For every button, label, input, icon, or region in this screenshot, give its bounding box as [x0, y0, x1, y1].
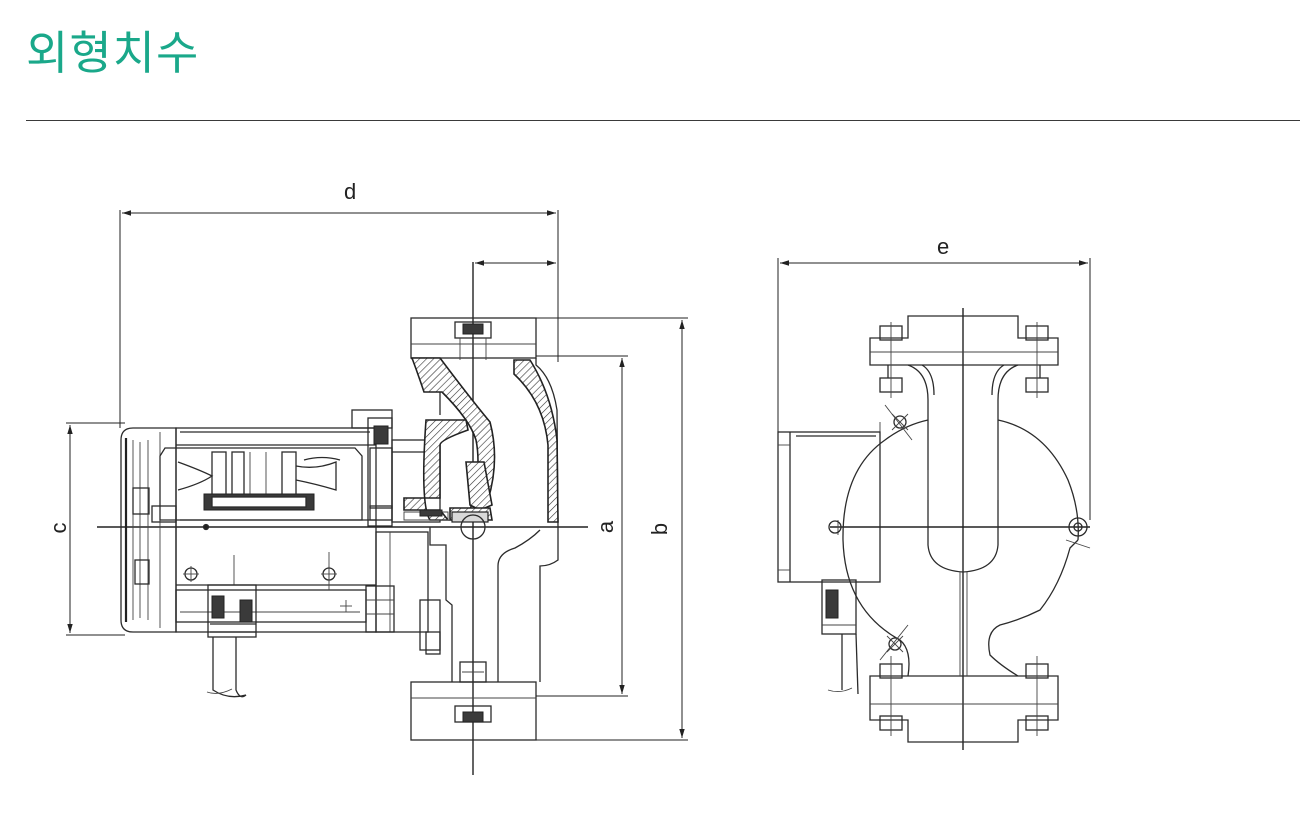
front-pipe-body: [907, 364, 1019, 573]
dimension-a: a: [536, 355, 628, 697]
page-title: 외형치수: [26, 26, 200, 80]
motor-housing: [159, 427, 377, 633]
front-view: e: [777, 234, 1091, 750]
front-bottom-flange: [869, 656, 1059, 743]
side-view: d c a b: [46, 179, 688, 775]
motor-end-cap: [120, 427, 177, 633]
dimension-label-b: b: [647, 523, 672, 535]
dimension-label-c: c: [46, 523, 71, 534]
dimension-label-a: a: [593, 520, 618, 533]
front-top-flange: [869, 315, 1059, 398]
front-volute: [828, 404, 1091, 677]
dimension-label-d: d: [344, 179, 356, 204]
title-divider: [26, 120, 1300, 121]
dimension-label-e: e: [937, 234, 949, 259]
dimension-c: c: [46, 422, 125, 636]
dimension-d: d: [119, 179, 559, 428]
dimension-e: e: [777, 234, 1091, 520]
front-terminal-box: [777, 431, 881, 695]
pump-casing: [403, 317, 559, 741]
dimension-b: b: [536, 317, 688, 741]
cable-gland: [206, 584, 257, 698]
